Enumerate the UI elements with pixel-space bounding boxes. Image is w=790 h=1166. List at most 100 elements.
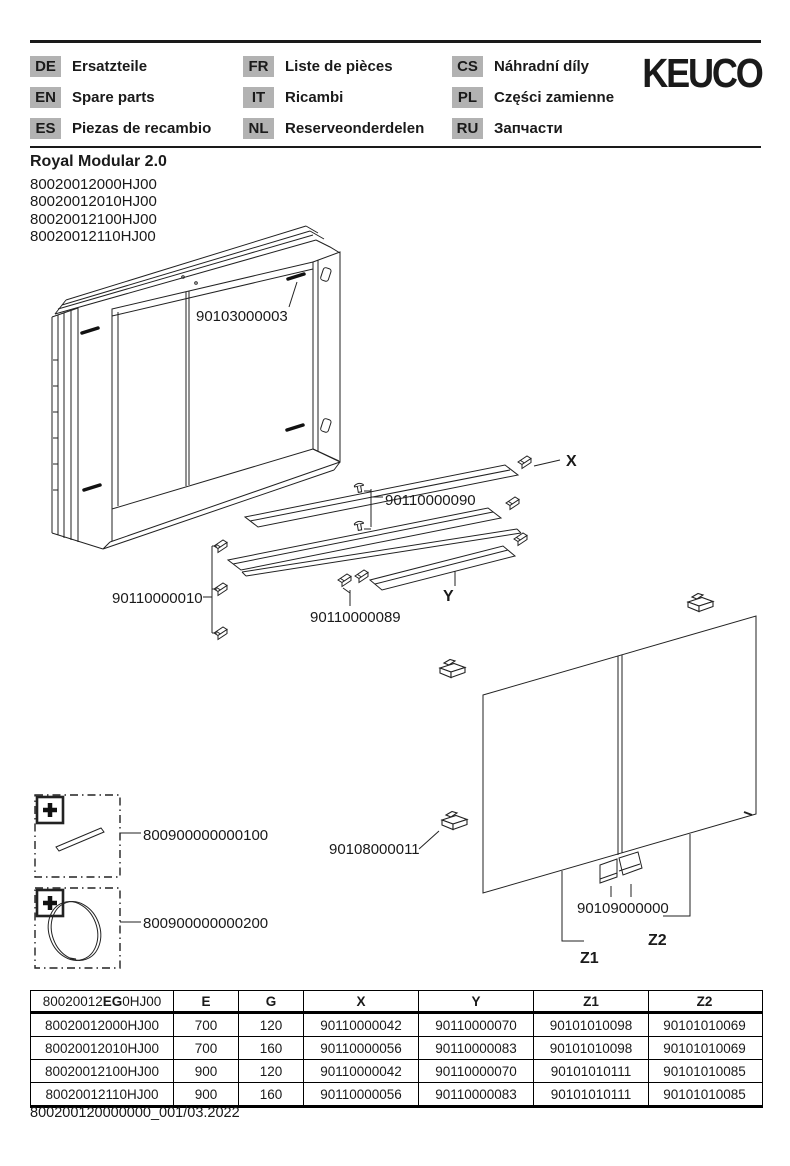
table-cell: 160 [238,1083,303,1105]
part-label-shelf-screws: 90110000090 [385,492,476,509]
exploded-diagram-linework [34,225,757,969]
language-code-badge: FR [243,56,274,77]
language-column-1: DE Ersatzteile EN Spare parts ES Piezas … [30,56,211,139]
table-cell: 90101010069 [648,1014,760,1036]
table-cell: 90110000042 [303,1014,418,1036]
language-code-badge: ES [30,118,61,139]
part-label-shelf-clips-mid: 90110000089 [310,609,401,626]
mirror-doors-drawing [418,592,757,942]
part-label-shelf-clips-left: 90110000010 [112,590,203,607]
model-number: 80020012000HJ00 [30,176,157,193]
table-cell: 90101010098 [533,1014,648,1036]
language-code-badge: DE [30,56,61,77]
language-item-ru: RU Запчасти [452,118,614,139]
language-item-it: IT Ricambi [243,87,424,108]
language-label: Ersatzteile [72,58,148,75]
language-item-es: ES Piezas de recambio [30,118,211,139]
language-item-de: DE Ersatzteile [30,56,211,77]
top-rule [30,40,761,43]
language-code-badge: CS [452,56,483,77]
product-title-block: Royal Modular 2.0 80020012000HJ00 800200… [30,152,167,246]
table-cell: 900 [173,1083,238,1105]
language-label: Spare parts [72,89,155,106]
language-label: Piezas de recambio [72,120,212,137]
table-cell: 90110000070 [418,1060,533,1082]
table-cell: 90101010069 [648,1037,760,1059]
keuco-logo: KEUCO [642,50,765,96]
table-header-cell: Y [418,991,533,1011]
table-cell: 120 [238,1060,303,1082]
table-cell: 90110000083 [418,1083,533,1105]
table-header-cell: Z1 [533,991,648,1011]
table-cell: 700 [173,1037,238,1059]
language-code-badge: IT [243,87,274,108]
table-row: 80020012110HJ00 900 160 90110000056 9011… [31,1082,762,1105]
language-label: Części zamienne [494,89,615,106]
model-number: 80020012110HJ00 [30,228,156,246]
language-code-badge: RU [452,118,483,139]
part-label-cabinet: 90103000003 [196,308,288,325]
table-cell: 90110000042 [303,1060,418,1082]
table-cell: 80020012110HJ00 [45,1086,159,1102]
table-cell: 90101010111 [533,1060,648,1082]
part-label-door-brackets: 90109000000 [577,900,669,917]
language-column-3: CS Náhradní díly PL Części zamienne RU З… [452,56,614,139]
language-label: Запчасти [494,120,563,137]
table-cell: 700 [173,1014,238,1036]
language-item-cs: CS Náhradní díly [452,56,614,77]
table-cell: 160 [238,1037,303,1059]
table-cell: 90101010085 [648,1060,760,1082]
table-cell: 90110000083 [418,1037,533,1059]
language-code-badge: NL [243,118,274,139]
table-header-cell: G [238,991,303,1011]
cabinet-frame-drawing [51,225,341,550]
part-label-door-clips: 90108000011 [329,841,420,858]
part-label-accessory-strip: 800900000000100 [143,827,269,844]
exploded-view-diagram: 90103000003 90110000090 X 90110000010 Y … [0,220,790,990]
ref-label-x: X [566,453,577,470]
table-cell: 80020012010HJ00 [44,1040,160,1056]
table-row: 80020012000HJ00 700 120 90110000042 9011… [31,1013,762,1036]
table-cell: 80020012000HJ00 [44,1017,160,1033]
table-cell: 90110000056 [303,1037,418,1059]
language-code-badge: PL [452,87,483,108]
language-label: Liste de pièces [285,58,393,75]
language-item-fr: FR Liste de pièces [243,56,424,77]
language-label: Reserveonderdelen [285,120,425,137]
ref-label-z1: Z1 [580,950,599,967]
table-row: 80020012010HJ00 700 160 90110000056 9011… [31,1036,762,1059]
language-item-nl: NL Reserveonderdelen [243,118,424,139]
model-number: 80020012100HJ00 [30,210,157,228]
table-cell: 120 [238,1014,303,1036]
language-item-pl: PL Części zamienne [452,87,614,108]
table-cell: 90101010085 [648,1083,760,1105]
language-item-en: EN Spare parts [30,87,211,108]
table-cell: 90110000056 [303,1083,418,1105]
accessory-boxes-drawing [34,794,141,969]
header-divider-rule [30,146,761,148]
table-header-cell: E [173,991,238,1011]
language-column-2: FR Liste de pièces IT Ricambi NL Reserve… [243,56,424,139]
product-title: Royal Modular 2.0 [30,153,167,170]
table-cell: 900 [173,1060,238,1082]
table-header-cell: Z2 [648,991,760,1011]
table-cell: 80020012100HJ00 [44,1063,160,1079]
language-label: Ricambi [285,89,344,106]
ref-label-y: Y [443,588,454,605]
table-cell: 90110000070 [418,1014,533,1036]
glass-shelves-drawing [203,455,561,640]
table-row: 80020012100HJ00 900 120 90110000042 9011… [31,1059,762,1082]
table-cell: 90101010098 [533,1037,648,1059]
table-header-cell: X [303,991,418,1011]
document-reference: 800200120000000_001/03.2022 [30,1105,240,1121]
language-code-badge: EN [30,87,61,108]
language-label: Náhradní díly [494,58,590,75]
model-number-list: 80020012000HJ00 80020012010HJ00 80020012… [30,176,167,246]
model-number: 80020012010HJ00 [30,193,157,211]
ref-label-z2: Z2 [648,932,667,949]
table-cell: 90101010111 [533,1083,648,1105]
